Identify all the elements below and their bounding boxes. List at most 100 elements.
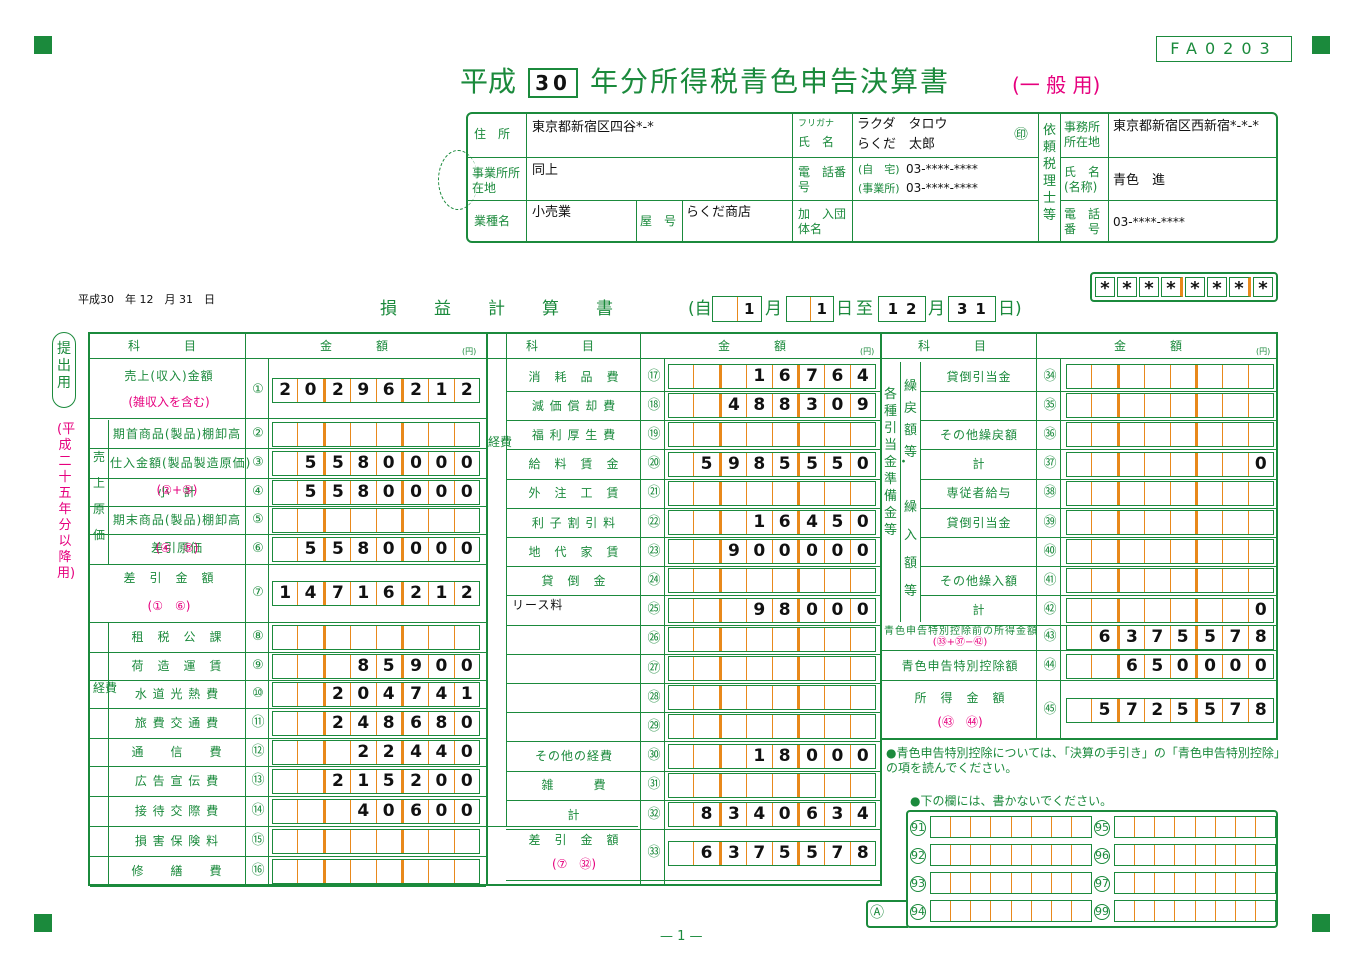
amount-41[interactable] [1066,568,1274,594]
phone-home-value: 03-****-**** [906,162,978,176]
allowance-group-label: 各種引当金・準備金等 [884,387,911,538]
row-label: リース料 [512,597,564,612]
expense-group-mid: 経費 [488,435,513,449]
grid-line [506,799,882,801]
row-number: ㉔ [647,572,661,588]
title-type: (一 般 用) [1012,73,1101,97]
office-use-field[interactable] [1114,900,1276,922]
office-label: 事業所所在地 [472,166,521,195]
asterisk-cell: * [1139,277,1159,299]
grid-line [90,418,486,419]
amount-38[interactable] [1066,480,1274,506]
grid-line [506,829,882,830]
row-label: 修 繕 費 [131,864,223,878]
furigana-label: フリガナ [798,119,835,129]
statement-title: 損 益 計 算 書 [380,299,623,319]
grid-line [1060,358,1061,738]
office-use-field[interactable] [930,816,1092,838]
amount-40[interactable] [1066,539,1274,565]
grid-line [920,478,1276,480]
box-a [866,900,908,928]
row-label: 青色申告特別控除額 [901,659,1019,673]
grid-line [90,652,486,653]
office-value: 同上 [532,163,559,178]
amount-2[interactable] [272,421,480,447]
corner-marker [34,914,52,932]
amount-42[interactable]: 0 [1066,597,1274,623]
amount-8[interactable] [272,624,480,650]
office-use-field[interactable] [1114,816,1276,838]
agent-name-value: 青色 進 [1113,173,1166,188]
office-box-number: 93 [910,876,926,892]
row-label: その他の経費 [534,749,613,764]
amount-29[interactable] [668,714,876,740]
office-use-field[interactable] [930,872,1092,894]
amount-5[interactable] [272,507,480,533]
office-box-number: 94 [910,904,926,920]
amount-28[interactable] [668,685,876,711]
amount-35[interactable] [1066,393,1274,419]
amount-21[interactable] [668,480,876,506]
office-use-field[interactable] [930,844,1092,866]
row-sublabel: (① ⑥) [147,599,191,613]
row-label: 租 税 公 課 [131,630,223,644]
amount-39[interactable] [1066,510,1274,535]
grid-line [90,564,486,565]
office-use-field[interactable] [1114,844,1276,866]
submit-label: 提出用 [52,332,76,408]
row-label: 接 待 交 際 費 [134,804,220,818]
yen-label: (円) [462,347,477,356]
amount-24[interactable] [668,568,876,594]
col-amount-header: 金 額 [718,339,789,353]
row-label: 旅 費 交 通 費 [134,716,220,730]
row-number: ⑧ [252,629,264,644]
amount-15[interactable] [272,828,480,854]
row-label: 水 道 光 熱 費 [134,687,220,701]
amount-19[interactable] [668,422,876,448]
amount-26[interactable] [668,626,876,652]
row-number: ㊷ [1043,602,1057,618]
row-number: ㉒ [647,514,661,530]
row-number: ㊴ [1043,514,1057,530]
amount-37[interactable]: 0 [1066,451,1274,477]
grid-line [1036,334,1037,738]
grid-line [920,420,1276,422]
sales-cost-group: 売上原価 [93,450,106,542]
grid-line [506,683,882,684]
address-value: 東京都新宿区四谷*-* [532,120,654,135]
amount-16[interactable] [272,858,480,884]
amount-34[interactable] [1066,364,1274,389]
row-label: その他繰入額 [939,573,1018,588]
row-number: ㊸ [1043,629,1057,644]
office-use-field[interactable] [930,900,1092,922]
amount-27[interactable] [668,656,876,681]
amount-36[interactable] [1066,422,1274,448]
office-use-field[interactable] [1114,872,1276,894]
grid-line [506,770,882,772]
amount-31[interactable] [668,772,876,798]
row-label: 専従者給与 [946,486,1012,501]
